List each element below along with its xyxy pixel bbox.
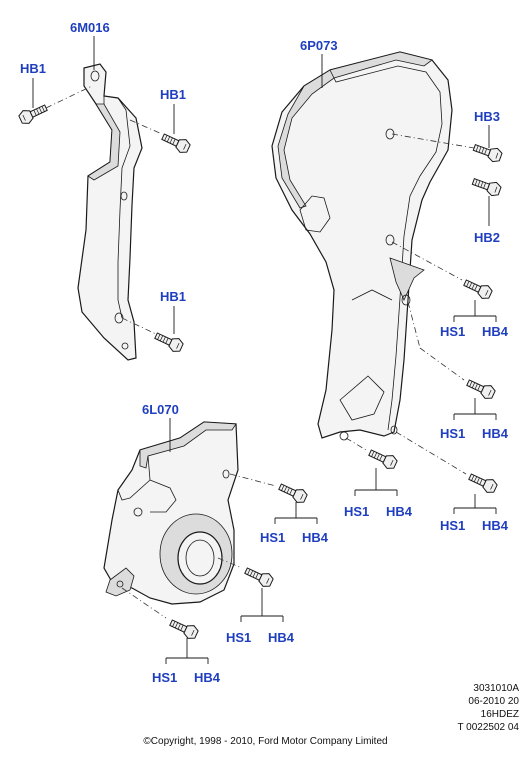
part-label-6m016: 6M016: [70, 20, 110, 35]
part-label-6p073: 6P073: [300, 38, 338, 53]
bolt-label-hb2: HB2: [474, 230, 500, 245]
reference-line-4: T 0022502 04: [457, 722, 519, 733]
bolt-label-g1-hs1: HS1: [440, 324, 465, 339]
bolt-label-g7-hb4: HB4: [194, 670, 221, 685]
bolt-label-g5-hb4: HB4: [302, 530, 329, 545]
copyright-notice: ©Copyright, 1998 - 2010, Ford Motor Comp…: [143, 736, 388, 747]
bolt-label-g4-hs1: HS1: [344, 504, 369, 519]
bolt-label-hb3: HB3: [474, 109, 500, 124]
reference-code-block: 3031010A 06-2010 20 16HDEZ T 0022502 04: [457, 682, 519, 734]
bolt-label-hb1-c: HB1: [160, 289, 186, 304]
bolt-label-g7-hs1: HS1: [152, 670, 177, 685]
hex-bolt-icon: [464, 375, 497, 402]
bolt-label-g5-hs1: HS1: [260, 530, 285, 545]
bolt-label-hb1-b: HB1: [160, 87, 186, 102]
hex-bolt-icon: [461, 275, 494, 302]
bolt-label-g3-hs1: HS1: [440, 518, 465, 533]
reference-line-1: 3031010A: [473, 683, 519, 694]
part-label-6l070: 6L070: [142, 402, 179, 417]
hex-bolt-icon: [152, 328, 185, 355]
bolt-label-g6-hb4: HB4: [268, 630, 295, 645]
bolt-label-hb1-a: HB1: [20, 61, 46, 76]
bolt-label-g6-hs1: HS1: [226, 630, 251, 645]
upper-cover-6p073: [271, 51, 453, 441]
reference-line-3: 16HDEZ: [480, 709, 519, 720]
lower-cover-6l070: [103, 421, 239, 605]
hex-bolt-icon: [167, 615, 200, 642]
reference-line-2: 06-2010 20: [468, 696, 519, 707]
bolt-label-g2-hb4: HB4: [482, 426, 509, 441]
hex-bolt-icon: [366, 445, 399, 472]
bolt-label-g4-hb4: HB4: [386, 504, 413, 519]
bolt-label-g3-hb4: HB4: [482, 518, 509, 533]
hex-bolt-icon: [276, 479, 309, 506]
bolt-label-g2-hs1: HS1: [440, 426, 465, 441]
hex-bolt-icon: [159, 129, 192, 156]
bolt-label-g1-hb4: HB4: [482, 324, 509, 339]
hex-bolt-icon: [242, 563, 275, 590]
bracket-6m016: [77, 63, 143, 361]
hex-bolt-icon: [466, 469, 499, 496]
hex-bolt-icon: [470, 174, 503, 199]
hex-bolt-icon: [471, 140, 504, 165]
